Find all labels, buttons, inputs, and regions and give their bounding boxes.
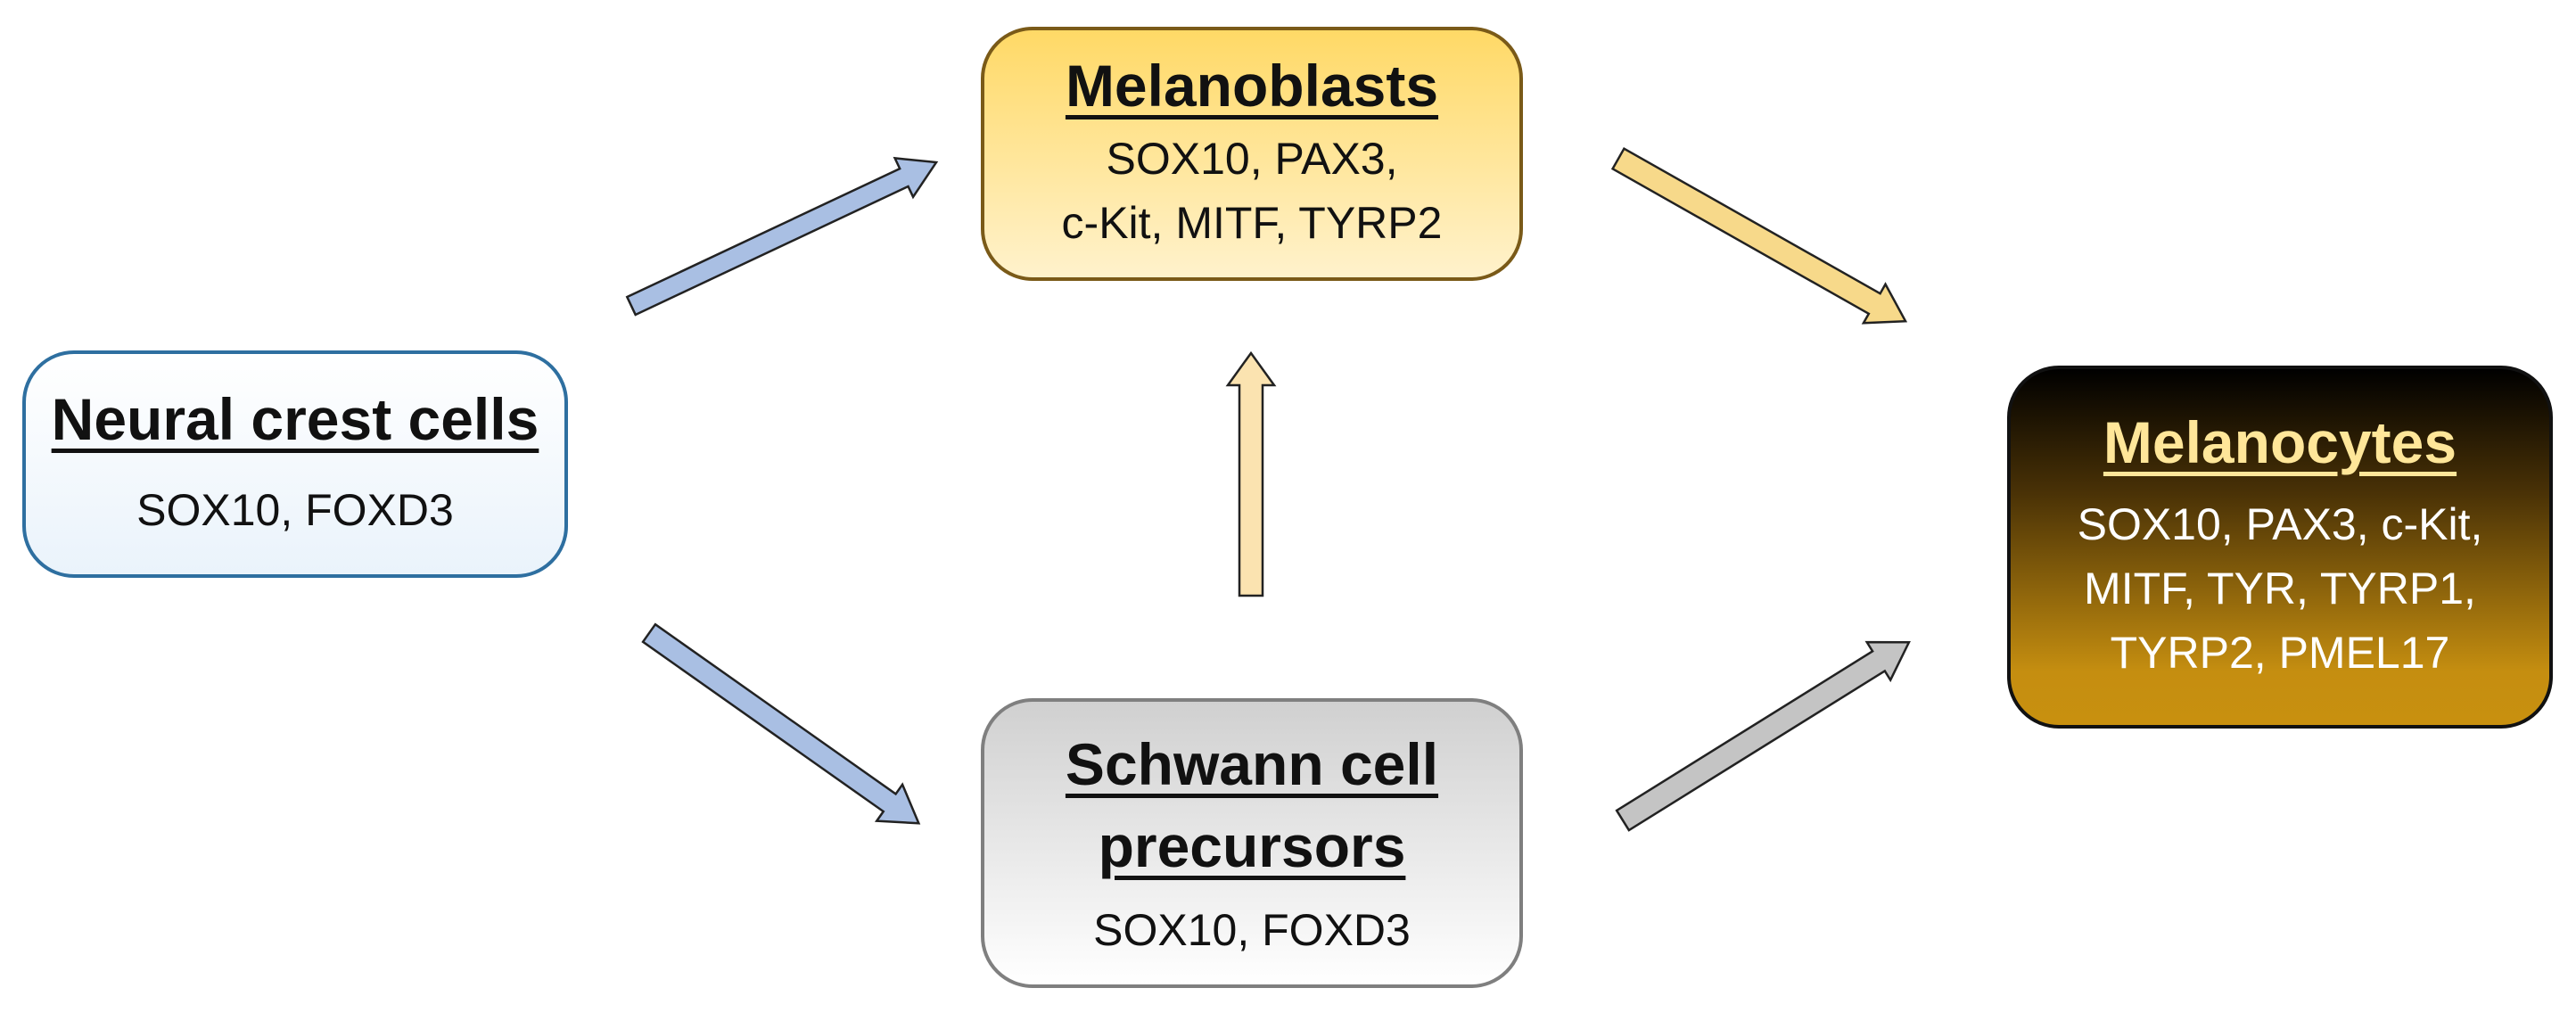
node-melanocytes: Melanocytes SOX10, PAX3, c-Kit, MITF, TY… [2007,366,2553,729]
node-markers: SOX10, PAX3, c-Kit, MITF, TYRP2 [1061,134,1443,249]
node-title: Melanoblasts [1065,52,1439,119]
arrow-ncc-to-schwann [641,622,921,825]
arrow-schwann-to-melanoblasts [1225,350,1277,597]
node-melanoblasts: Melanoblasts SOX10, PAX3, c-Kit, MITF, T… [981,27,1523,281]
node-title: Neural crest cells [51,385,539,452]
node-schwann-cell-precursors: Schwann cell precursors SOX10, FOXD3 [981,698,1523,988]
node-title: Schwann cell precursors [1065,731,1439,879]
arrow-ncc-to-melanoblasts [625,156,939,317]
node-markers: SOX10, FOXD3 [1093,904,1411,955]
node-markers: SOX10, PAX3, c-Kit, MITF, TYR, TYRP1, TY… [2077,499,2483,679]
node-title: Melanocytes [2103,408,2457,475]
arrow-schwann-to-melanocytes [1615,640,1911,832]
node-neural-crest-cells: Neural crest cells SOX10, FOXD3 [22,350,568,578]
arrow-melanoblasts-to-melanocytes [1610,146,1908,325]
node-markers: SOX10, FOXD3 [136,485,454,536]
